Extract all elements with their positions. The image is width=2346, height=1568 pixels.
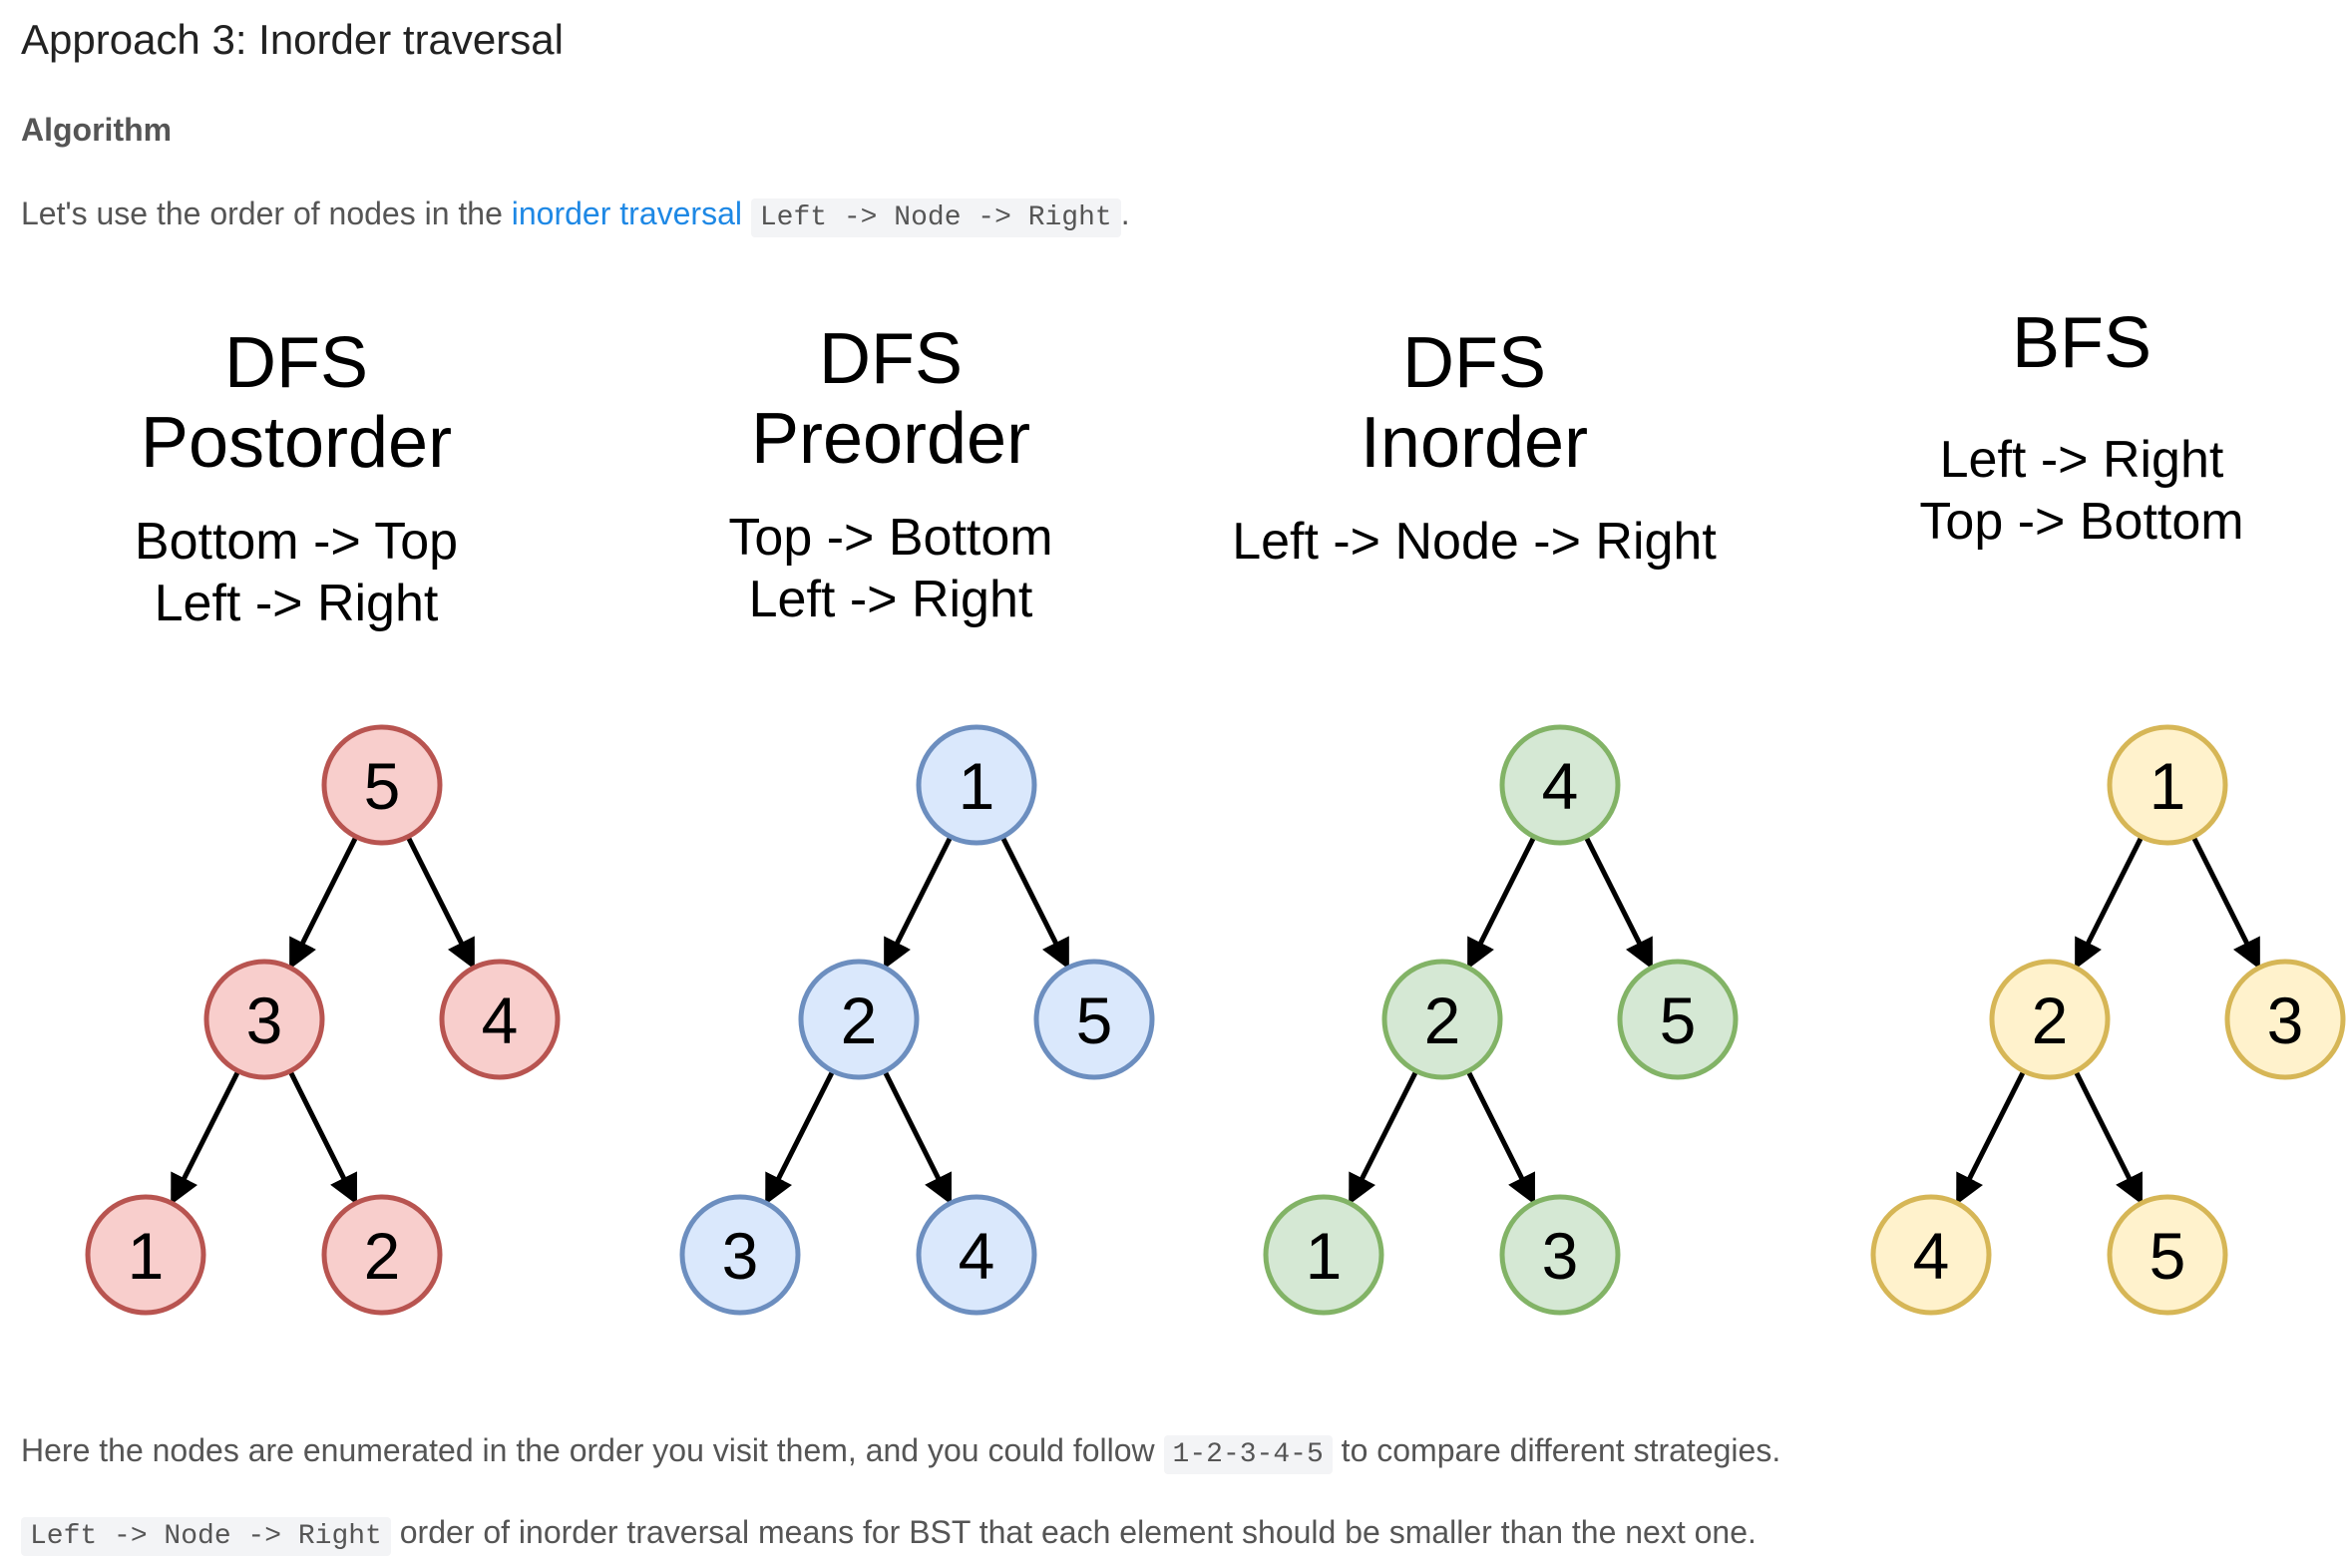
footer-paragraph-2: Left -> Node -> Right order of inorder t… <box>21 1514 1757 1556</box>
panel-title-line2: Preorder <box>751 399 1030 479</box>
tree-node-label: 3 <box>246 983 283 1057</box>
panel-description-line: Left -> Right <box>155 575 439 632</box>
tree-edge <box>1583 835 1653 970</box>
tree-node-label: 5 <box>1076 983 1113 1057</box>
tree-edge <box>1956 1069 2027 1205</box>
tree-edge <box>1467 835 1537 970</box>
tree-node-label: 1 <box>1306 1219 1343 1293</box>
tree-node-label: 1 <box>2150 749 2186 823</box>
tree-edge <box>287 1069 357 1205</box>
intro-paragraph: Let's use the order of nodes in the inor… <box>21 196 1130 237</box>
tree-node-label: 3 <box>1542 1219 1579 1293</box>
tree-edge <box>2190 835 2260 970</box>
tree-edge <box>765 1069 836 1205</box>
tree-edge <box>171 1069 241 1205</box>
tree-node-label: 2 <box>2032 983 2069 1057</box>
tree-edge <box>999 835 1069 970</box>
tree-node <box>1989 959 2111 1080</box>
panel-title-line2: Inorder <box>1361 403 1588 483</box>
tree-node <box>679 1194 801 1316</box>
intro-code: Left -> Node -> Right <box>750 198 1121 237</box>
footer1-code: 1-2-3-4-5 <box>1163 1435 1333 1474</box>
footer-paragraph-1: Here the nodes are enumerated in the ord… <box>21 1432 1781 1474</box>
page-title: Approach 3: Inorder traversal <box>21 16 564 63</box>
intro-text: Let's use the order of nodes in the <box>21 196 503 231</box>
tree-node <box>321 724 443 846</box>
section-subheading: Algorithm <box>21 112 173 148</box>
tree-node <box>1263 1194 1384 1316</box>
panel-title-line2: Postorder <box>141 403 452 483</box>
panel-title-line1: DFS <box>819 319 963 399</box>
tree-edge <box>882 1069 952 1205</box>
tree-node-label: 3 <box>2267 983 2304 1057</box>
tree-node-label: 4 <box>959 1219 995 1293</box>
tree-edge <box>405 835 475 970</box>
tree-node-label: 4 <box>1542 749 1579 823</box>
footer2-code: Left -> Node -> Right <box>21 1517 391 1556</box>
tree-node <box>85 1194 206 1316</box>
panel-description-line: Left -> Node -> Right <box>1232 513 1717 571</box>
tree-node <box>1499 1194 1621 1316</box>
tree-edge <box>1349 1069 1419 1205</box>
panel-description-line: Left -> Right <box>1940 431 2224 489</box>
tree-edge <box>884 835 954 970</box>
inorder-traversal-link[interactable]: inorder traversal <box>511 196 742 231</box>
tree-node-label: 2 <box>364 1219 401 1293</box>
tree-node <box>1870 1194 1992 1316</box>
tree-node <box>1499 724 1621 846</box>
footer2-text: order of inorder traversal means for BST… <box>399 1514 1757 1550</box>
tree-edge <box>289 835 359 970</box>
tree-node <box>321 1194 443 1316</box>
tree-node-label: 1 <box>959 749 995 823</box>
tree-node <box>2107 1194 2228 1316</box>
tree-node <box>439 959 561 1080</box>
panel-title-line1: DFS <box>1402 323 1546 403</box>
tree-node-label: 4 <box>482 983 519 1057</box>
tree-node <box>1381 959 1503 1080</box>
footer1-text: Here the nodes are enumerated in the ord… <box>21 1432 1155 1468</box>
tree-node-label: 1 <box>128 1219 165 1293</box>
panel-description-line: Top -> Bottom <box>728 509 1052 567</box>
panel-description-line: Top -> Bottom <box>1919 493 2243 551</box>
tree-node-label: 5 <box>1660 983 1697 1057</box>
panel-title-line1: DFS <box>224 323 368 403</box>
intro-period: . <box>1120 196 1130 231</box>
panel-description-line: Left -> Right <box>749 571 1033 628</box>
tree-node-label: 5 <box>364 749 401 823</box>
tree-node <box>916 1194 1037 1316</box>
panel-title-line1: BFS <box>2012 303 2151 383</box>
tree-node-label: 5 <box>2150 1219 2186 1293</box>
tree-node-label: 4 <box>1913 1219 1950 1293</box>
tree-edge <box>1465 1069 1535 1205</box>
tree-node <box>916 724 1037 846</box>
tree-node <box>2107 724 2228 846</box>
tree-node <box>2224 959 2346 1080</box>
tree-node-label: 2 <box>1424 983 1461 1057</box>
footer1-text-after: to compare different strategies. <box>1341 1432 1781 1468</box>
tree-node <box>1033 959 1155 1080</box>
tree-node <box>203 959 325 1080</box>
tree-edge <box>2073 1069 2143 1205</box>
tree-node-label: 3 <box>722 1219 759 1293</box>
panel-description-line: Bottom -> Top <box>135 513 458 571</box>
tree-node-label: 2 <box>841 983 878 1057</box>
tree-node <box>798 959 920 1080</box>
tree-node <box>1617 959 1739 1080</box>
tree-edge <box>2075 835 2145 970</box>
